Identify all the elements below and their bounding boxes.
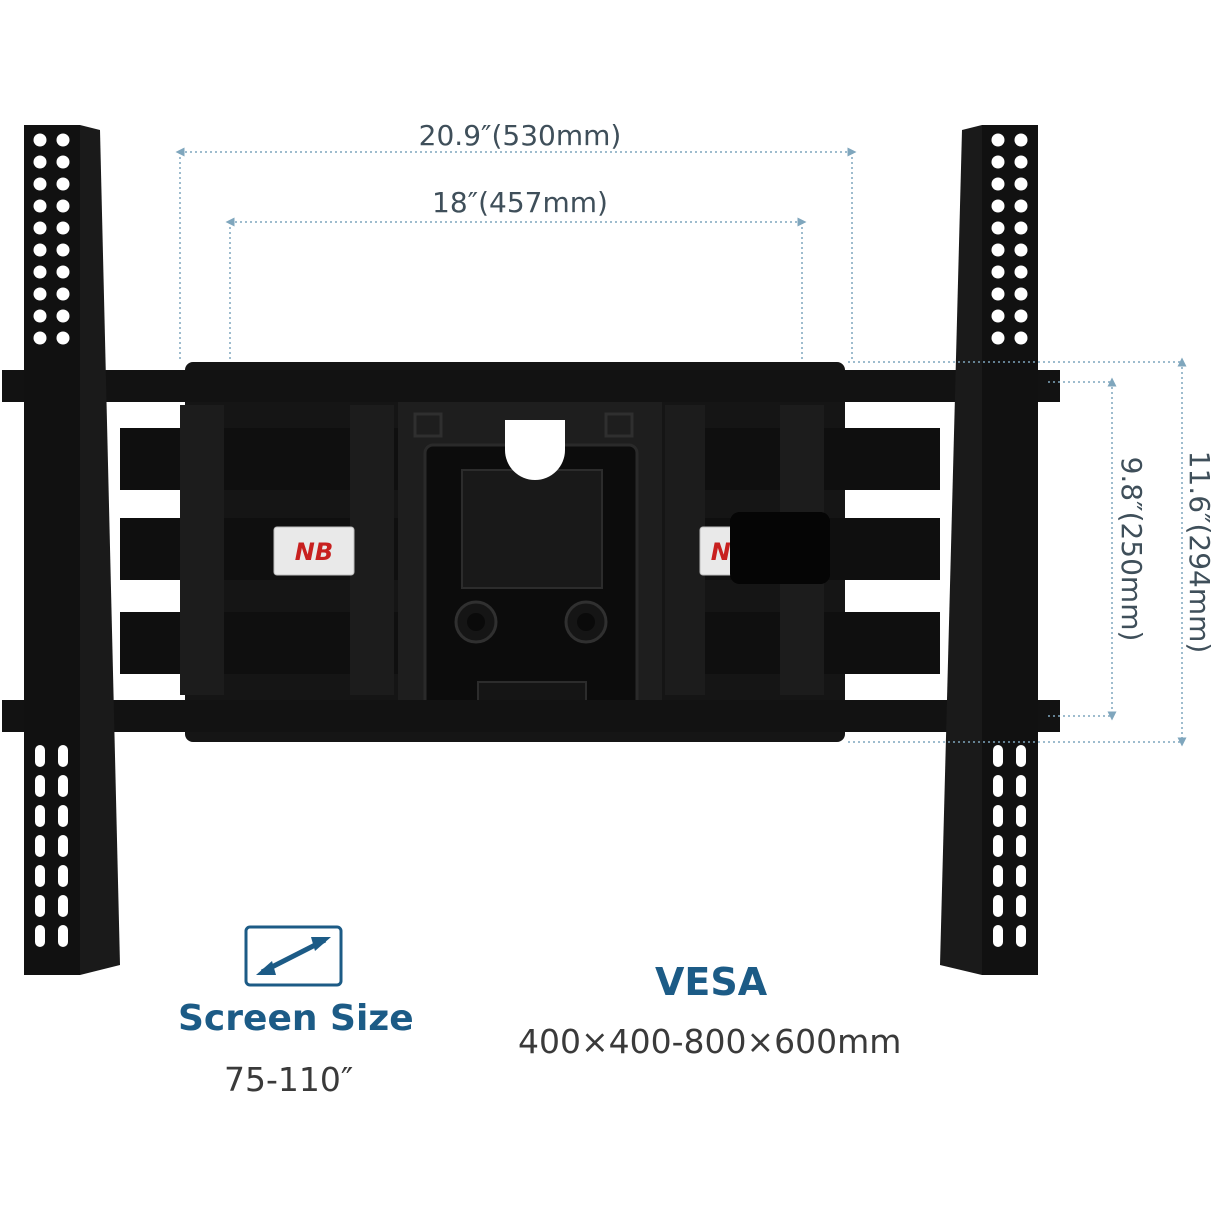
- brand-badge-right: NB: [699, 512, 830, 584]
- bracket-hole: [56, 331, 70, 345]
- bracket-hole: [56, 265, 70, 279]
- bracket-hole: [33, 243, 47, 257]
- bracket-hole: [56, 243, 70, 257]
- bracket-slot: [58, 775, 68, 797]
- bracket-slot: [35, 865, 45, 887]
- bracket-hole: [33, 133, 47, 147]
- svg-text:NB: NB: [295, 538, 333, 566]
- right-vertical-bracket: [940, 125, 1038, 975]
- bracket-slot: [35, 805, 45, 827]
- bracket-slot: [993, 835, 1003, 857]
- left-arm-assembly: [120, 405, 410, 695]
- bracket-hole: [991, 199, 1005, 213]
- bracket-slot: [35, 835, 45, 857]
- bracket-slot: [1016, 895, 1026, 917]
- bracket-hole: [56, 177, 70, 191]
- bracket-slot: [1016, 805, 1026, 827]
- vesa-value: 400×400-800×600mm: [518, 1022, 902, 1061]
- bracket-slot: [1016, 835, 1026, 857]
- dimension-label-outer-height: 11.6″(294mm): [1183, 451, 1214, 654]
- bracket-slot: [58, 745, 68, 767]
- bracket-slot: [993, 775, 1003, 797]
- bracket-hole: [33, 199, 47, 213]
- bracket-hole: [56, 155, 70, 169]
- bracket-hole: [1014, 309, 1028, 323]
- bracket-slot: [58, 805, 68, 827]
- bracket-hole: [33, 265, 47, 279]
- bracket-slot: [35, 895, 45, 917]
- bracket-hole: [56, 221, 70, 235]
- center-bracket: [398, 398, 662, 720]
- bracket-hole: [1014, 221, 1028, 235]
- diagonal-double-arrow-icon: [244, 925, 343, 987]
- bracket-hole: [991, 243, 1005, 257]
- bracket-slot: [1016, 775, 1026, 797]
- bracket-hole: [1014, 265, 1028, 279]
- bracket-hole: [1014, 331, 1028, 345]
- bracket-hole: [33, 155, 47, 169]
- bracket-hole: [991, 309, 1005, 323]
- dimension-outer-width: 20.9″(530mm): [175, 119, 857, 362]
- brand-badge-left: NB: [273, 526, 355, 576]
- bracket-hole: [1014, 243, 1028, 257]
- bracket-slot: [993, 895, 1003, 917]
- bracket-slot: [993, 745, 1003, 767]
- bracket-hole: [991, 265, 1005, 279]
- bracket-hole: [33, 287, 47, 301]
- bracket-slot: [35, 745, 45, 767]
- bracket-slot: [993, 805, 1003, 827]
- bracket-hole: [33, 221, 47, 235]
- bracket-hole: [33, 309, 47, 323]
- dimension-inner-height: 9.8″(250mm): [1048, 377, 1148, 721]
- bracket-hole: [56, 287, 70, 301]
- bracket-hole: [1014, 133, 1028, 147]
- dimension-label-inner-width: 18″(457mm): [432, 186, 608, 219]
- bracket-hole: [1014, 155, 1028, 169]
- horizontal-rails: [2, 370, 1060, 732]
- bracket-hole: [33, 177, 47, 191]
- screen-size-title: Screen Size: [178, 998, 414, 1039]
- bracket-slot: [35, 925, 45, 947]
- vesa-title: VESA: [655, 960, 768, 1004]
- bracket-slot: [58, 925, 68, 947]
- bracket-hole: [991, 331, 1005, 345]
- bracket-slot: [993, 925, 1003, 947]
- dimension-inner-width: 18″(457mm): [225, 186, 807, 362]
- dimension-label-inner-height: 9.8″(250mm): [1115, 457, 1148, 642]
- bracket-hole: [1014, 287, 1028, 301]
- bracket-hole: [1014, 199, 1028, 213]
- bracket-hole: [56, 199, 70, 213]
- bracket-slot: [993, 865, 1003, 887]
- bracket-hole: [1014, 177, 1028, 191]
- bracket-hole: [991, 133, 1005, 147]
- bracket-hole: [991, 287, 1005, 301]
- bracket-hole: [991, 155, 1005, 169]
- bracket-slot: [58, 865, 68, 887]
- bracket-slot: [1016, 865, 1026, 887]
- bracket-hole: [56, 309, 70, 323]
- dimension-label-outer-width: 20.9″(530mm): [419, 119, 622, 152]
- bracket-slot: [58, 895, 68, 917]
- bracket-slot: [58, 835, 68, 857]
- bracket-hole: [991, 221, 1005, 235]
- bracket-slot: [1016, 745, 1026, 767]
- bracket-hole: [33, 331, 47, 345]
- left-vertical-bracket: [24, 125, 120, 975]
- bracket-slot: [35, 775, 45, 797]
- bracket-hole: [991, 177, 1005, 191]
- dimension-outer-height: 11.6″(294mm): [848, 357, 1214, 747]
- bracket-hole: [56, 133, 70, 147]
- screen-size-value: 75-110″: [224, 1060, 354, 1099]
- bracket-slot: [1016, 925, 1026, 947]
